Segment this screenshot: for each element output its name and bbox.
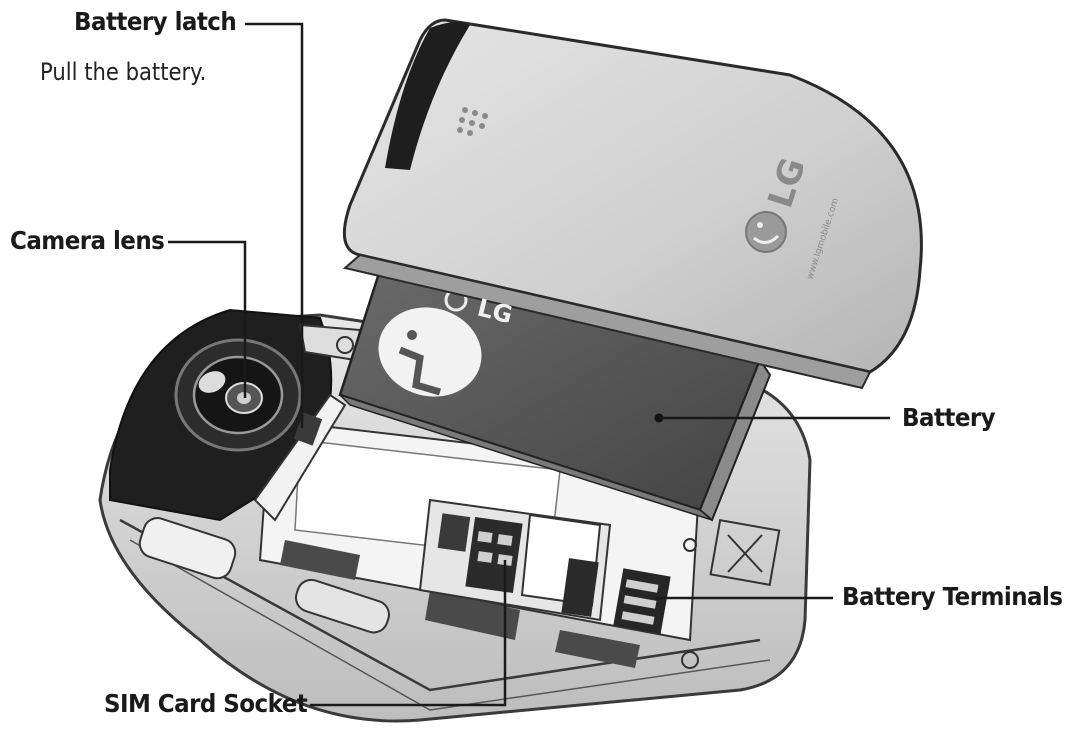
speaker-holes (457, 107, 488, 136)
leader-camera-lens (168, 240, 247, 398)
label-battery-latch: Battery latch (74, 7, 237, 36)
leader-battery-latch (245, 22, 304, 428)
sim-card-socket (418, 498, 612, 622)
label-sim-card-socket: SIM Card Socket (104, 689, 308, 718)
label-battery-terminals: Battery Terminals (842, 582, 1063, 611)
leader-lines (168, 22, 890, 707)
battery-terminals (613, 568, 671, 634)
camera-panel (109, 308, 333, 522)
label-camera-lens: Camera lens (10, 226, 165, 255)
label-battery: Battery (902, 403, 996, 432)
battery-cover (342, 18, 923, 390)
leader-sim-card-socket (310, 560, 507, 707)
note-pull-the-battery: Pull the battery. (40, 58, 207, 86)
